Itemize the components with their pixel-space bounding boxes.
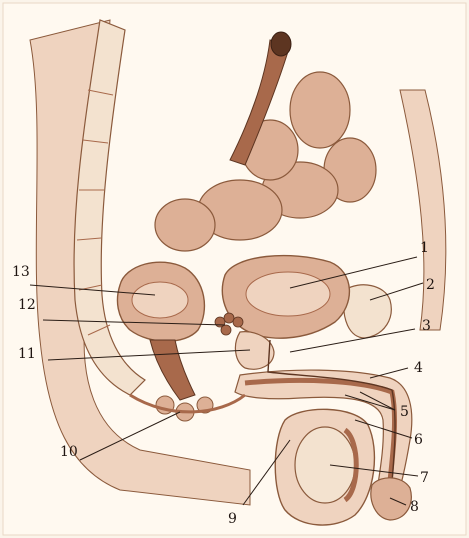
label-11: 11 <box>18 346 36 362</box>
label-1: 1 <box>420 240 429 256</box>
label-4: 4 <box>414 360 423 376</box>
label-2: 2 <box>426 277 435 293</box>
label-6: 6 <box>414 432 423 448</box>
label-5: 5 <box>400 404 409 420</box>
label-9: 9 <box>228 511 237 527</box>
label-7: 7 <box>420 470 429 486</box>
label-3: 3 <box>422 318 431 334</box>
vessel-lumen <box>271 32 291 56</box>
bladder-cavity <box>246 272 330 316</box>
label-8: 8 <box>410 499 419 515</box>
label-12: 12 <box>18 297 36 313</box>
testis <box>295 427 355 503</box>
label-10: 10 <box>60 444 78 460</box>
label-13: 13 <box>12 264 30 280</box>
rectal-lumen <box>132 282 188 318</box>
